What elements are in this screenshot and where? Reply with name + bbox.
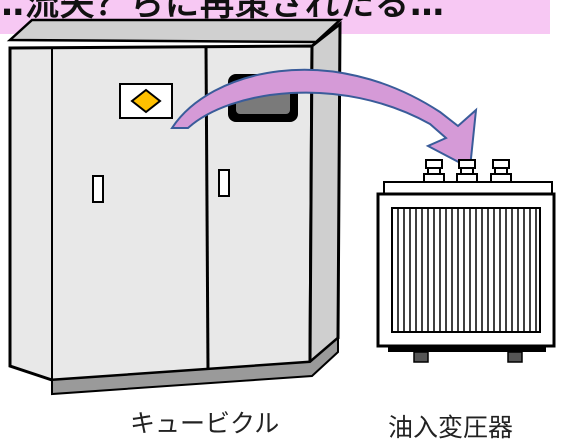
curved-arrow-icon	[170, 68, 478, 170]
transformer-label: 油入変圧器	[388, 413, 514, 442]
cubicle-cabinet-icon	[6, 18, 344, 396]
transformer-fins	[397, 208, 537, 332]
transformer-foot	[507, 351, 523, 363]
door-handle-icon	[218, 169, 230, 197]
door-handle-icon	[92, 175, 104, 203]
bushing-insulator-icon	[423, 159, 512, 183]
cubicle-label: キュービクル	[130, 409, 280, 438]
transformer-foot	[413, 351, 429, 363]
cubicle-lid	[6, 18, 344, 44]
oil-transformer-icon	[376, 159, 556, 363]
cubicle-base	[51, 335, 339, 396]
transformer-base	[388, 346, 546, 352]
warning-diamond	[130, 88, 162, 114]
transformer-cover	[383, 181, 553, 195]
